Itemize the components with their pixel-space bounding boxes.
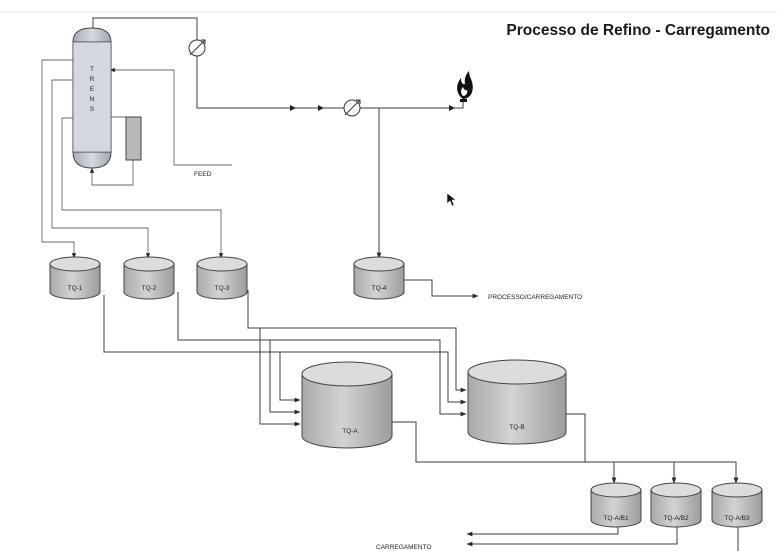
tank-label: TQ-A/B2 — [663, 515, 689, 522]
reboiler — [125, 116, 142, 161]
tower-letter: E — [90, 86, 95, 93]
tower-label: T R E N S — [90, 66, 95, 113]
tank-label: TQ-2 — [142, 285, 157, 292]
pipe-tq1-to-tqb — [280, 351, 467, 405]
tank-label: TQ-A/B1 — [603, 515, 629, 522]
tower-letter: S — [90, 106, 95, 113]
pipe-tqa-outlet — [392, 421, 736, 463]
pipe-tq1-to-tqa — [103, 295, 301, 403]
tank-tqab3: TQ-A/B3 — [711, 482, 763, 528]
pipe-tq3-to-tqb — [260, 327, 467, 393]
carregamento-label: CARREGAMENTO — [376, 544, 432, 551]
mouse-pointer-icon — [446, 192, 457, 207]
processo-carregamento-label: PROCESSO/CARREGAMENTO — [488, 294, 582, 301]
flow-arrow-icon — [449, 105, 455, 111]
tank-label: TQ-4 — [372, 285, 387, 292]
pipe-feed — [109, 67, 232, 166]
tank-tqab1: TQ-A/B1 — [590, 482, 642, 528]
tank-label: TQ-A/B3 — [724, 515, 750, 522]
pipe-network — [41, 17, 739, 551]
pipe-to-flare — [455, 100, 464, 109]
tank-tq4: TQ-4 — [353, 256, 405, 300]
tank-label: TQ-3 — [215, 285, 230, 292]
tank-label: TQ-A — [342, 428, 358, 435]
pipe-tq4-outlet — [402, 279, 479, 299]
page-title: Processo de Refino - Carregamento — [506, 22, 770, 39]
pipe-draw-tq3 — [61, 117, 224, 259]
tank-tqb: TQ-B — [467, 359, 567, 445]
pipe-carregamento-1 — [466, 525, 619, 537]
tank-label: TQ-1 — [68, 285, 83, 292]
heat-exchanger-icon — [343, 99, 361, 117]
pipe-tqb-outlet — [566, 413, 586, 462]
pipe-carregamento-2 — [466, 525, 678, 547]
tank-label: TQ-B — [509, 424, 525, 431]
tower-letter: T — [90, 66, 94, 73]
tank-tqab2: TQ-A/B2 — [650, 482, 702, 528]
heat-exchanger-icon — [188, 39, 206, 57]
tower-letter: N — [90, 96, 95, 103]
tank-tqa: TQ-A — [301, 361, 393, 449]
tank-tq2: TQ-2 — [123, 256, 175, 300]
distillation-tower — [72, 27, 112, 169]
tank-tq1: TQ-1 — [49, 256, 101, 300]
flow-arrow-icon — [318, 105, 324, 111]
flow-arrow-icon — [290, 105, 296, 111]
pipe-tq2-to-tqb — [270, 339, 467, 417]
tower-letter: R — [90, 76, 95, 83]
feed-label: FEED — [194, 171, 212, 178]
pipe-reboiler-return — [89, 160, 134, 186]
pipe-tq3-to-tqa — [247, 290, 301, 427]
pipe-draw-tq2 — [51, 79, 151, 259]
tank-tq3: TQ-3 — [196, 256, 248, 300]
pipe-overhead-vapor — [92, 17, 455, 109]
pipe-draw-tq1 — [41, 59, 77, 259]
flare-flame-icon — [457, 71, 473, 102]
